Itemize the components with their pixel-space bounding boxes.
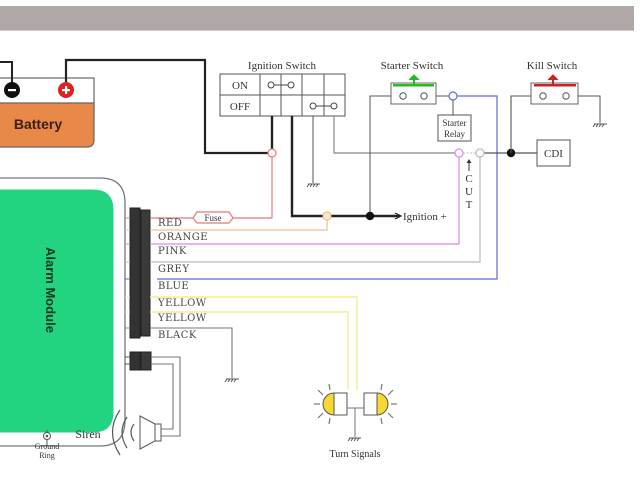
- yellow-wire-2: [150, 311, 349, 390]
- title-bar: [0, 6, 634, 31]
- battery-negative-wire: [0, 61, 13, 82]
- orange-wire: [150, 220, 328, 231]
- black-wire: [150, 327, 233, 378]
- starter-relay: Starter Relay: [437, 114, 472, 142]
- main-connector: [129, 207, 141, 339]
- svg-text:T: T: [466, 199, 473, 211]
- svg-text:Relay: Relay: [444, 129, 465, 139]
- ground-icon: [592, 123, 607, 128]
- wire-label-yellow-2: YELLOW: [157, 313, 207, 324]
- wire-label-red: RED: [158, 218, 182, 229]
- ground-icon: [224, 378, 239, 383]
- alarm-module-body: [0, 189, 114, 433]
- turn-signals: Turn Signals: [314, 383, 397, 460]
- starter-switch: Starter Switch: [381, 60, 444, 105]
- battery-label: Battery: [14, 116, 62, 132]
- fuse: Fuse: [192, 211, 234, 224]
- battery: Battery: [0, 77, 95, 148]
- kill-switch: Kill Switch: [527, 60, 579, 105]
- battery-positive-wire: [64, 58, 272, 155]
- light-rays-icon: [314, 383, 331, 425]
- pink-wire-junction: [454, 148, 464, 158]
- siren-label: Siren: [75, 427, 100, 441]
- lamp-socket: [363, 392, 378, 416]
- light-rays-icon: [380, 383, 397, 425]
- arrow-right-icon: [394, 212, 403, 220]
- cdi: CDI: [536, 139, 571, 167]
- siren-connector: [129, 351, 141, 371]
- starter-button-icon: [408, 74, 420, 81]
- ignition-plus-wire: [290, 116, 400, 218]
- ignition-junction: [365, 211, 375, 221]
- yellow-wire-1: [150, 296, 358, 390]
- speaker-icon: [139, 415, 156, 450]
- ignition-on-label: ON: [232, 80, 248, 92]
- orange-wire-junction: [322, 211, 332, 221]
- svg-text:U: U: [465, 186, 473, 198]
- wire-label-yellow-1: YELLOW: [157, 298, 207, 309]
- battery-body: [0, 102, 95, 148]
- wire-label-black: BLACK: [158, 330, 197, 341]
- ignition-plus-label: Ignition +: [403, 211, 447, 223]
- wire-label-pink: PINK: [158, 246, 187, 257]
- grey-wire: [150, 157, 481, 263]
- ground-icon: [306, 183, 320, 188]
- svg-text:CDI: CDI: [544, 148, 563, 160]
- arrow-up-icon: [466, 159, 472, 163]
- blue-wire: [157, 95, 498, 280]
- lamp-socket: [333, 392, 348, 416]
- svg-text:C: C: [465, 173, 472, 185]
- alarm-module: Alarm Module: [0, 177, 126, 447]
- fuse-label: Fuse: [204, 213, 221, 223]
- siren-wire: [151, 356, 181, 437]
- svg-text:Ring: Ring: [39, 451, 55, 460]
- turn-signals-label: Turn Signals: [329, 449, 380, 460]
- starter-button-bar: [393, 84, 434, 87]
- contact-icon: [420, 92, 428, 100]
- wire-label-blue: BLUE: [158, 281, 189, 292]
- contact-icon: [539, 92, 547, 100]
- contact-icon: [562, 92, 570, 100]
- ground-ring: Ground Ring: [35, 430, 59, 460]
- ground-icon: [347, 437, 361, 442]
- kill-button-bar: [534, 84, 576, 87]
- lamp-icon: [322, 392, 335, 416]
- kill-button-icon: [547, 74, 559, 81]
- lamp-icon: [376, 392, 389, 416]
- cut-marker: C U T: [465, 159, 473, 211]
- minus-icon: [8, 89, 16, 92]
- starter-switch-title: Starter Switch: [381, 60, 444, 72]
- svg-text:Starter: Starter: [443, 118, 467, 128]
- blue-wire-junction: [448, 91, 458, 101]
- contact-icon: [399, 92, 407, 100]
- svg-text:Ground: Ground: [35, 442, 59, 451]
- grey-wire-junction: [475, 148, 485, 158]
- ignition-off-label: OFF: [230, 101, 250, 113]
- alarm-module-label: Alarm Module: [43, 247, 58, 333]
- pink-wire: [150, 157, 460, 245]
- ignition-switch: Ignition Switch ON OFF: [219, 60, 346, 117]
- sound-wave-icon: [130, 423, 135, 442]
- wire-label-grey: GREY: [158, 264, 189, 275]
- ignition-switch-title: Ignition Switch: [248, 60, 317, 72]
- wire-label-orange: ORANGE: [158, 232, 208, 243]
- kill-switch-title: Kill Switch: [527, 60, 578, 72]
- red-wire-junction: [267, 148, 277, 158]
- siren: Siren: [75, 409, 162, 456]
